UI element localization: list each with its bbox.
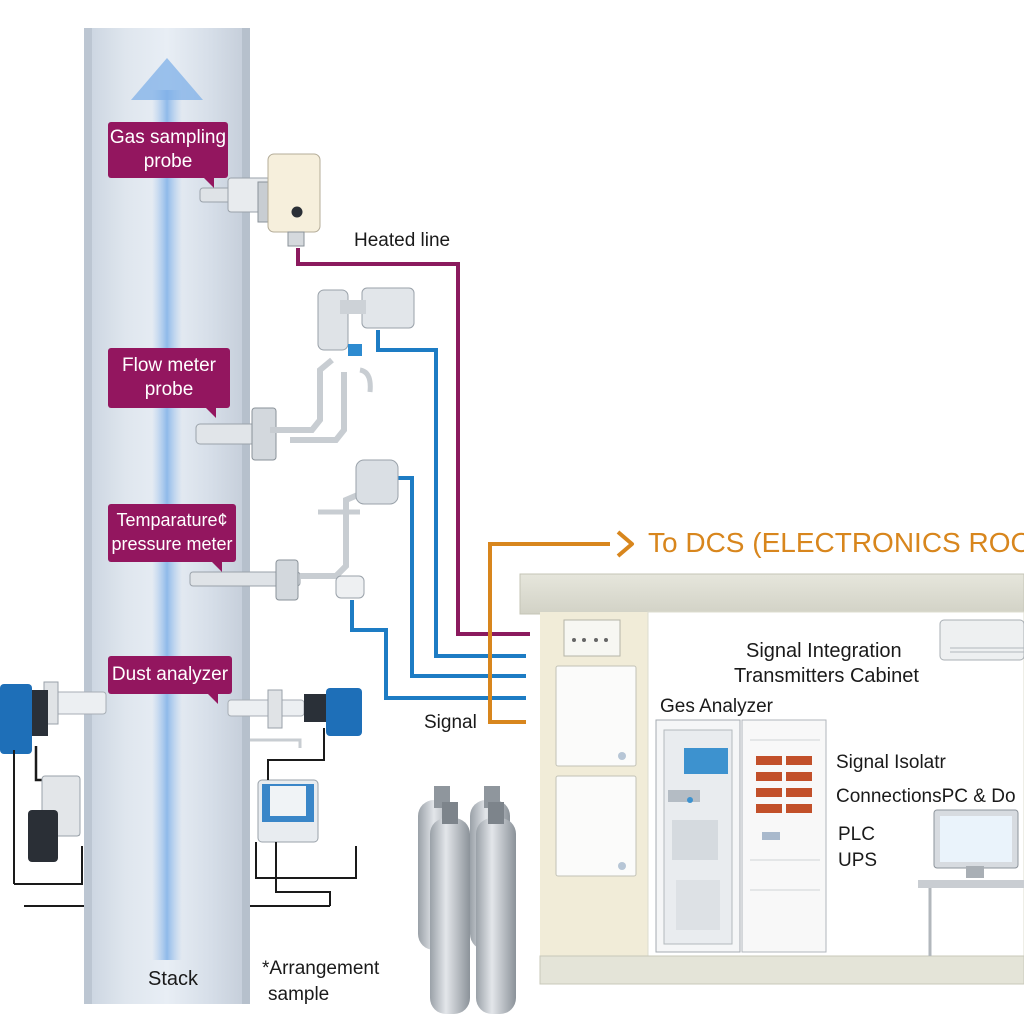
signal-line-temp — [398, 476, 526, 678]
signal-line-flow — [376, 330, 526, 658]
callout-flow-meter-probe: Flow meter probe — [108, 348, 230, 418]
stack-label: Stack — [148, 968, 199, 990]
ups-label: UPS — [838, 850, 878, 871]
signal-integration-label-line2: Transmitters Cabinet — [734, 665, 919, 687]
plc-label: PLC — [838, 824, 875, 845]
arrangement-label-line1: *Arrangement — [262, 958, 380, 979]
dcs-signal-line — [488, 542, 610, 724]
callout-gas-sampling-probe: Gas sampling probe — [108, 122, 228, 188]
arrangement-label-line2: sample — [268, 984, 330, 1005]
connections-label: ConnectionsPC & Do — [836, 786, 1016, 807]
dust-analyzer-left — [0, 681, 107, 907]
temperature-pressure-meter — [189, 459, 399, 601]
signal-isolator-cabinet — [741, 719, 827, 953]
flow-meter-probe — [195, 287, 415, 461]
gas-cylinders — [418, 786, 516, 1014]
gas-analyzer-label: Ges Analyzer — [660, 696, 773, 717]
to-dcs-label: To DCS (ELECTRONICS ROOM — [648, 527, 1024, 558]
signal-isolator-label: Signal Isolatr — [836, 752, 946, 773]
heated-line — [296, 248, 530, 636]
heated-line-label: Heated line — [354, 230, 451, 251]
flow-up-arrow-icon — [131, 58, 203, 100]
gas-sampling-probe — [199, 153, 321, 247]
signal-line-pressure — [350, 600, 526, 700]
signal-integration-label-line1: Signal Integration — [746, 640, 902, 662]
signal-label: Signal — [424, 712, 477, 733]
dust-analyzer-right — [227, 688, 362, 907]
electronics-room — [519, 573, 1024, 985]
gas-analyzer-cabinet — [655, 719, 741, 953]
callout-temperature-pressure-meter: Temparature¢ pressure meter — [108, 504, 236, 572]
callout-dust-analyzer: Dust analyzer — [108, 656, 232, 704]
dcs-arrow-icon — [616, 530, 634, 558]
pc-workstation — [918, 809, 1024, 956]
